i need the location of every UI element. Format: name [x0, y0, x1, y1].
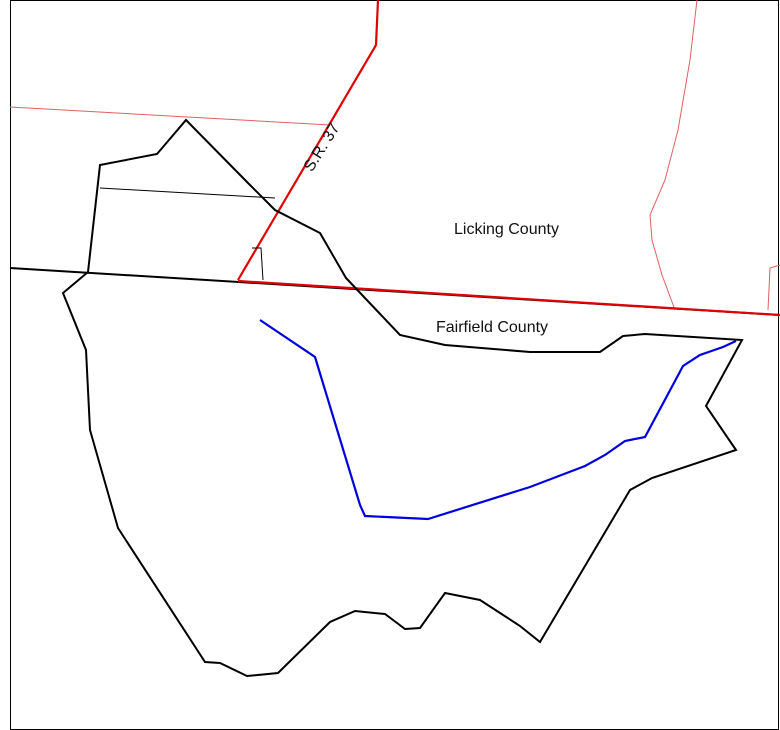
- interior-line-west: [99, 187, 276, 199]
- licking-county-label: Licking County: [454, 221, 559, 238]
- parcel-line-north: [9, 106, 331, 126]
- interior-lines: [99, 187, 276, 281]
- road-segment: [237, 0, 380, 281]
- state-route-37: [237, 0, 780, 317]
- parcel-line-corner: [767, 264, 780, 311]
- road-along-county-line: [237, 279, 780, 317]
- small-parcel: [252, 247, 264, 281]
- watershed-boundary: [61, 118, 744, 678]
- stream: [259, 319, 737, 521]
- parcel-line-east: [649, 0, 698, 311]
- road-label: S.R. 37: [301, 120, 344, 174]
- fairfield-county-label: Fairfield County: [436, 319, 548, 336]
- parcel-lines: [9, 0, 780, 311]
